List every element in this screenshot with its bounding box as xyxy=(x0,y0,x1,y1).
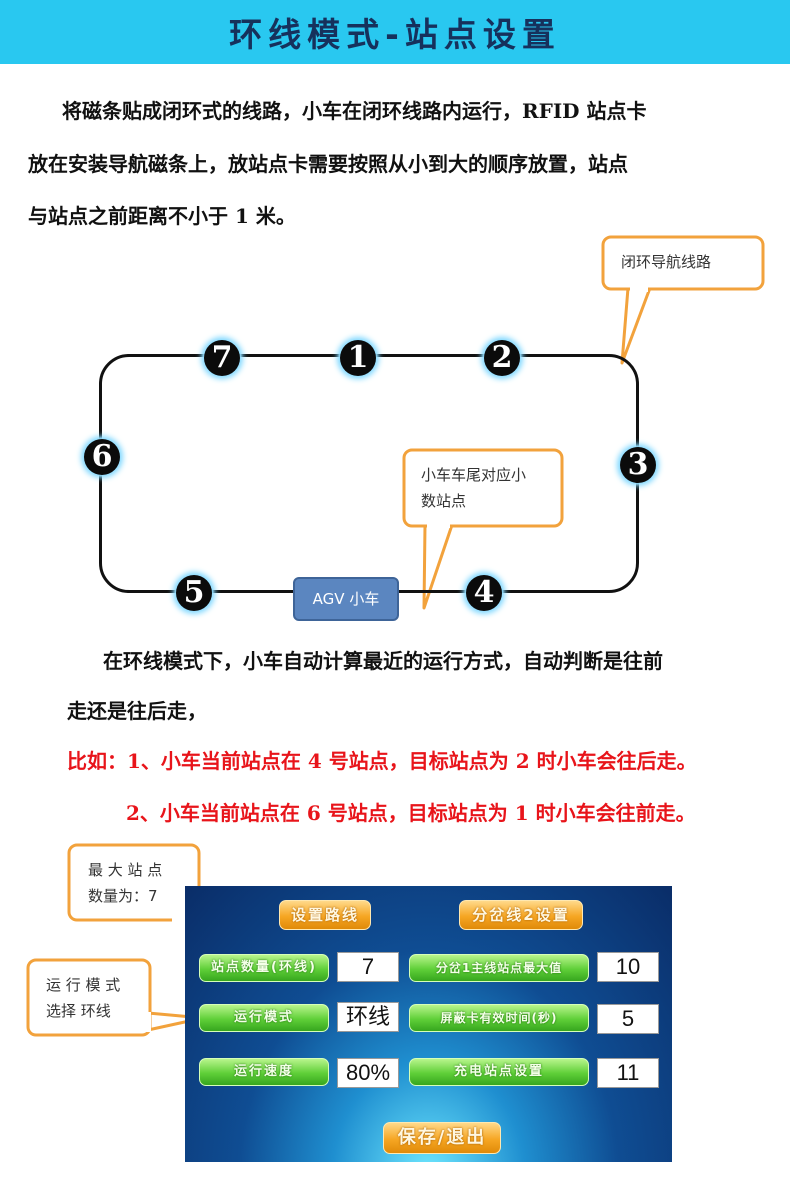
branch-settings-button[interactable]: 分岔线2设置 xyxy=(459,900,583,930)
charge-station-label: 充电站点设置 xyxy=(409,1058,589,1086)
run-mode-label: 运行模式 xyxy=(199,1004,329,1032)
explanation-line-1: 在环线模式下，小车自动计算最近的运行方式，自动判断是往前 xyxy=(103,649,663,673)
example-1: 比如：1、小车当前站点在 4 号站点，目标站点为 2 时小车会往后走。 xyxy=(67,749,697,773)
loop-track xyxy=(99,354,639,593)
branch-max-field[interactable]: 10 xyxy=(597,952,659,982)
station-6: 6 xyxy=(84,439,120,475)
callout-tail-line-2: 数站点 xyxy=(421,492,467,510)
station-5: 5 xyxy=(176,575,212,611)
agv-vehicle: AGV 小车 xyxy=(293,577,399,621)
callout-max-station-line-1: 最 大 站 点 xyxy=(88,861,163,879)
intro-line-1: 将磁条贴成闭环式的线路，小车在闭环线路内运行，RFID 站点卡 xyxy=(62,99,647,123)
settings-screen: 设置路线 分岔线2设置 站点数量(环线) 7 运行模式 环线 运行速度 80% … xyxy=(185,886,672,1162)
set-route-button[interactable]: 设置路线 xyxy=(279,900,371,930)
callout-tail-line-1: 小车车尾对应小 xyxy=(421,466,527,484)
example-2: 2、小车当前站点在 6 号站点，目标站点为 1 时小车会往前走。 xyxy=(126,801,696,825)
station-4: 4 xyxy=(466,575,502,611)
page-title: 环线模式-站点设置 xyxy=(229,15,561,54)
station-count-field[interactable]: 7 xyxy=(337,952,399,982)
callout-run-mode-line-1: 运 行 模 式 xyxy=(46,976,121,994)
save-exit-button[interactable]: 保存/退出 xyxy=(383,1122,501,1154)
run-speed-label: 运行速度 xyxy=(199,1058,329,1086)
station-7: 7 xyxy=(204,340,240,376)
callout-max-station-line-2: 数量为：7 xyxy=(88,887,158,905)
station-2: 2 xyxy=(484,340,520,376)
station-count-label: 站点数量(环线) xyxy=(199,954,329,982)
callout-run-mode-line-2: 选择 环线 xyxy=(46,1002,111,1020)
branch-max-label: 分岔1主线站点最大值 xyxy=(409,954,589,982)
run-speed-field[interactable]: 80% xyxy=(337,1058,399,1088)
run-mode-field[interactable]: 环线 xyxy=(337,1002,399,1032)
charge-station-field[interactable]: 11 xyxy=(597,1058,659,1088)
explanation-line-2: 走还是往后走， xyxy=(67,699,207,723)
station-1: 1 xyxy=(340,340,376,376)
intro-line-3: 与站点之前距离不小于 1 米。 xyxy=(28,204,296,228)
mask-time-label: 屏蔽卡有效时间(秒) xyxy=(409,1004,589,1032)
mask-time-field[interactable]: 5 xyxy=(597,1004,659,1034)
station-3: 3 xyxy=(620,447,656,483)
callout-loop-text: 闭环导航线路 xyxy=(621,253,712,271)
intro-line-2: 放在安装导航磁条上，放站点卡需要按照从小到大的顺序放置，站点 xyxy=(28,152,628,176)
title-banner: 环线模式-站点设置 xyxy=(0,0,790,64)
